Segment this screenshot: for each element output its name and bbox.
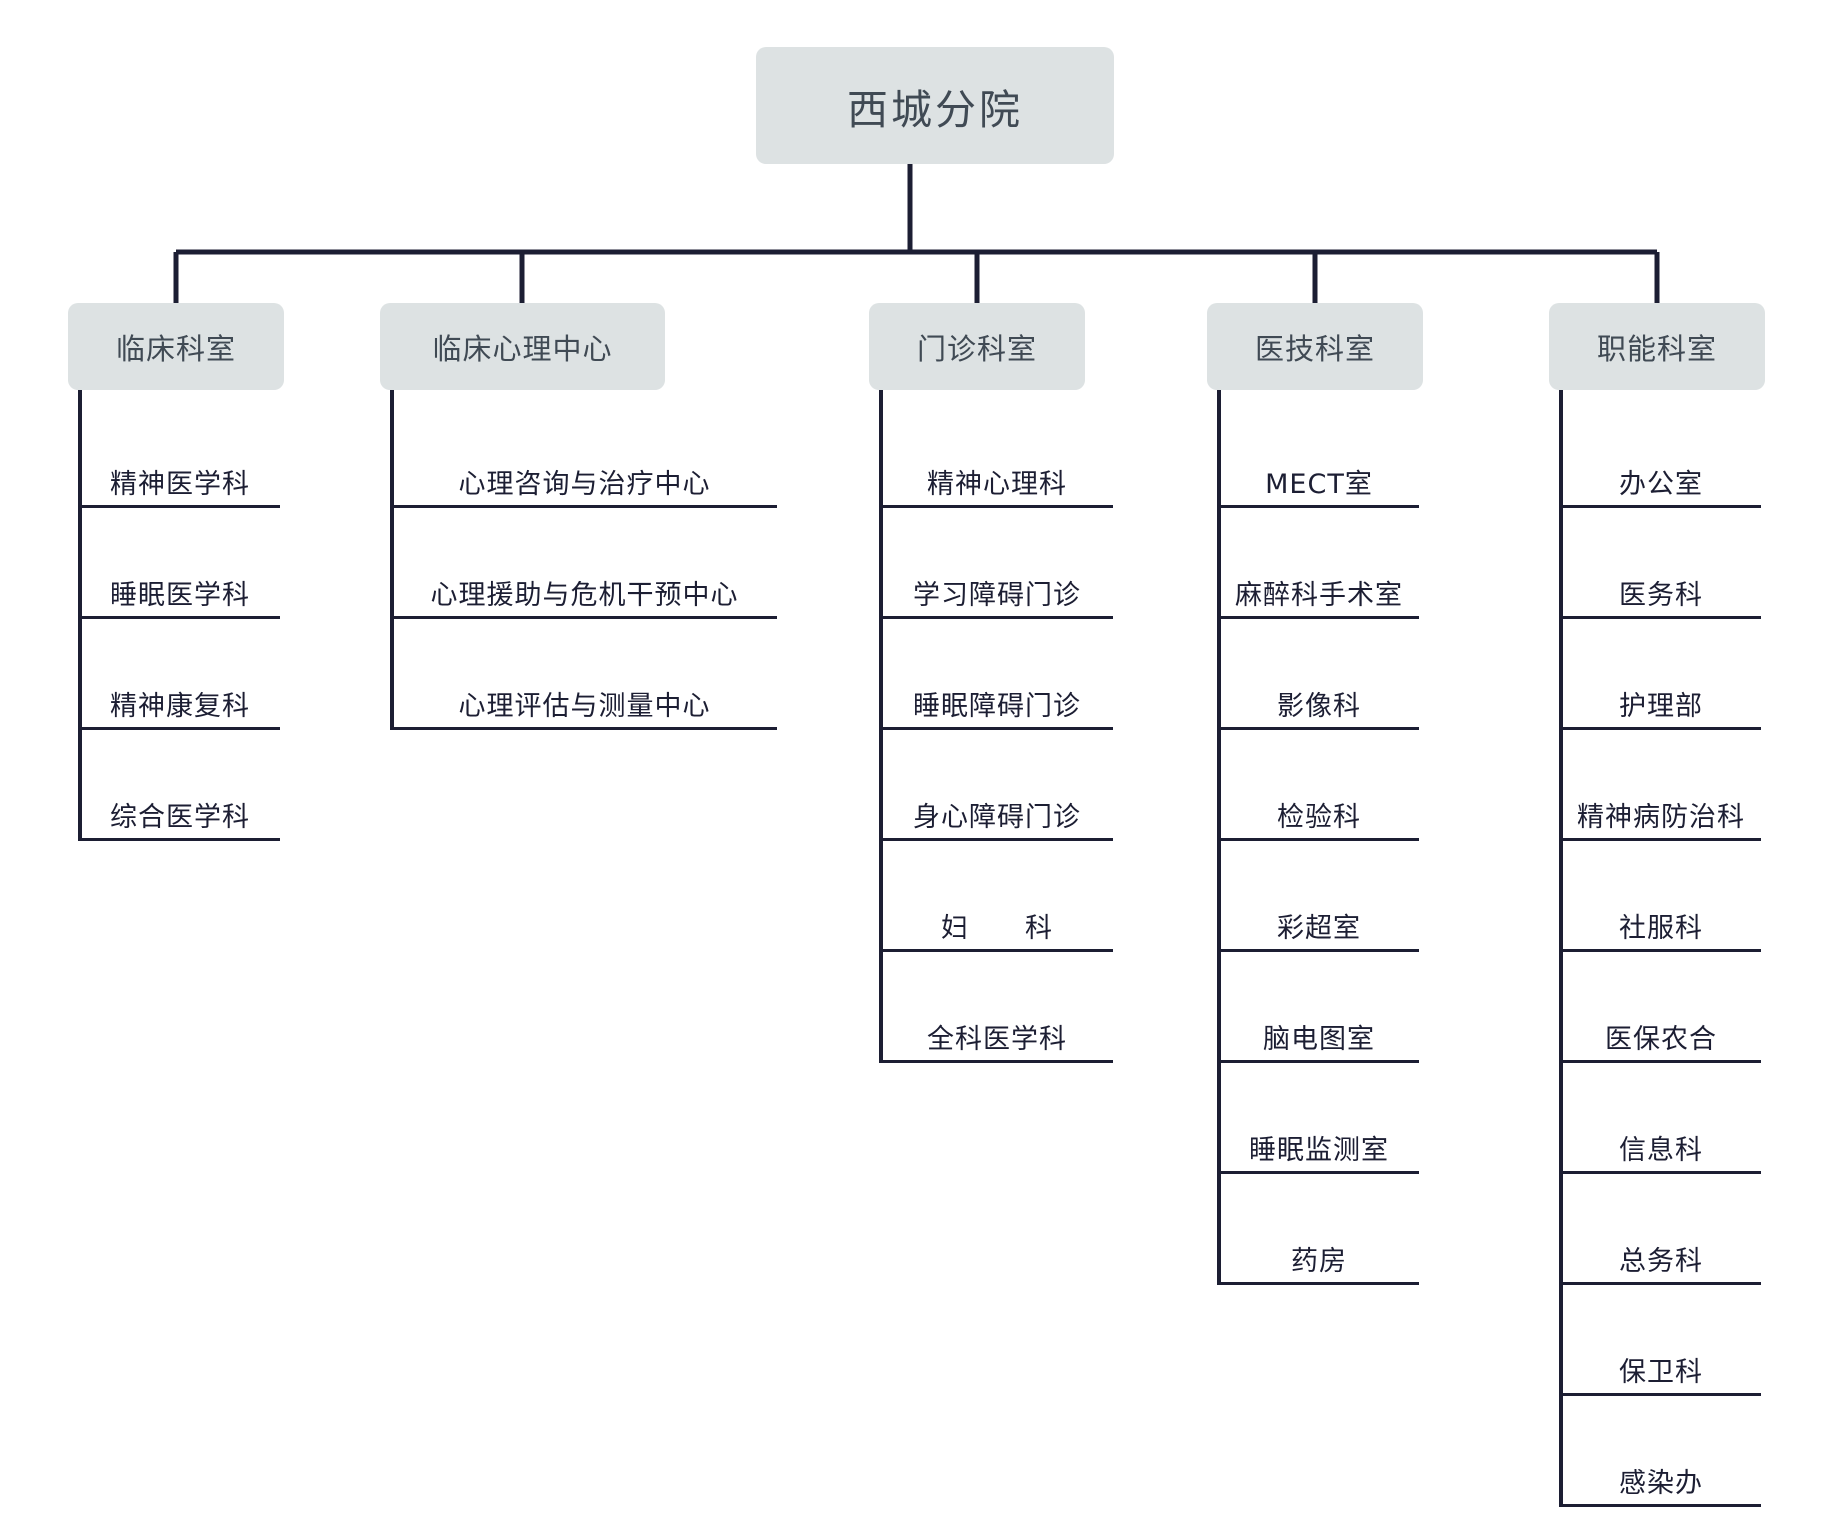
leaf-item-label: 总务科 [1619, 1246, 1703, 1277]
leaf-item[interactable]: 身心障碍门诊 [881, 730, 1113, 841]
leaf-item[interactable]: 信息科 [1561, 1063, 1761, 1174]
leaf-item-label: 信息科 [1619, 1135, 1703, 1166]
leaf-item[interactable]: 心理咨询与治疗中心 [392, 397, 777, 508]
leaf-item[interactable]: 医务科 [1561, 508, 1761, 619]
leaf-item[interactable]: 感染办 [1561, 1396, 1761, 1507]
leaf-item-label: 药房 [1291, 1246, 1347, 1277]
leaf-item-label: 影像科 [1277, 691, 1361, 722]
leaf-item[interactable]: 睡眠监测室 [1219, 1063, 1419, 1174]
leaf-item-label: 社服科 [1619, 913, 1703, 944]
leaf-item-label: MECT室 [1265, 469, 1373, 500]
leaf-item[interactable]: 办公室 [1561, 397, 1761, 508]
leaf-item-label: 彩超室 [1277, 913, 1361, 944]
group-node-outpatient[interactable]: 门诊科室 [869, 303, 1085, 390]
leaf-item-label: 保卫科 [1619, 1357, 1703, 1388]
leaf-item-label: 精神医学科 [110, 469, 250, 500]
leaf-item[interactable]: 心理评估与测量中心 [392, 619, 777, 730]
leaf-column-outpatient: 精神心理科学习障碍门诊睡眠障碍门诊身心障碍门诊妇 科全科医学科 [881, 397, 1113, 1063]
leaf-item[interactable]: 精神心理科 [881, 397, 1113, 508]
group-node-clinical[interactable]: 临床科室 [68, 303, 284, 390]
leaf-column-clinical: 精神医学科睡眠医学科精神康复科综合医学科 [80, 397, 280, 841]
leaf-item[interactable]: 睡眠障碍门诊 [881, 619, 1113, 730]
leaf-item-label: 感染办 [1619, 1468, 1703, 1499]
leaf-item[interactable]: MECT室 [1219, 397, 1419, 508]
leaf-item-label: 心理咨询与治疗中心 [458, 469, 711, 500]
leaf-column-psych-center: 心理咨询与治疗中心心理援助与危机干预中心心理评估与测量中心 [392, 397, 777, 730]
leaf-item-label: 办公室 [1619, 469, 1703, 500]
leaf-item-label: 医务科 [1619, 580, 1703, 611]
leaf-item-label: 睡眠医学科 [110, 580, 250, 611]
group-node-label: 临床科室 [115, 331, 236, 366]
group-node-label: 门诊科室 [916, 331, 1037, 366]
root-node-label: 西城分院 [847, 85, 1023, 134]
leaf-item-label: 医保农合 [1605, 1024, 1717, 1055]
leaf-item[interactable]: 药房 [1219, 1174, 1419, 1285]
leaf-item[interactable]: 社服科 [1561, 841, 1761, 952]
leaf-item-label: 心理援助与危机干预中心 [430, 580, 739, 611]
leaf-item[interactable]: 综合医学科 [80, 730, 280, 841]
group-node-psych-center[interactable]: 临床心理中心 [380, 303, 665, 390]
leaf-item[interactable]: 精神病防治科 [1561, 730, 1761, 841]
leaf-item-label: 护理部 [1619, 691, 1703, 722]
group-node-label: 临床心理中心 [432, 331, 613, 366]
leaf-item-label: 脑电图室 [1263, 1024, 1375, 1055]
leaf-item[interactable]: 总务科 [1561, 1174, 1761, 1285]
group-node-label: 医技科室 [1254, 331, 1375, 366]
leaf-item[interactable]: 护理部 [1561, 619, 1761, 730]
leaf-item[interactable]: 检验科 [1219, 730, 1419, 841]
leaf-item[interactable]: 麻醉科手术室 [1219, 508, 1419, 619]
leaf-column-medtech: MECT室麻醉科手术室影像科检验科彩超室脑电图室睡眠监测室药房 [1219, 397, 1419, 1285]
leaf-item[interactable]: 学习障碍门诊 [881, 508, 1113, 619]
leaf-item-label: 睡眠障碍门诊 [913, 691, 1081, 722]
leaf-item-label: 身心障碍门诊 [913, 802, 1081, 833]
leaf-item[interactable]: 保卫科 [1561, 1285, 1761, 1396]
leaf-item-label: 全科医学科 [927, 1024, 1067, 1055]
leaf-item[interactable]: 妇 科 [881, 841, 1113, 952]
leaf-item[interactable]: 医保农合 [1561, 952, 1761, 1063]
leaf-item[interactable]: 精神康复科 [80, 619, 280, 730]
root-node[interactable]: 西城分院 [756, 47, 1114, 164]
group-node-label: 职能科室 [1596, 331, 1717, 366]
leaf-item[interactable]: 睡眠医学科 [80, 508, 280, 619]
leaf-item-label: 综合医学科 [110, 802, 250, 833]
leaf-item-label: 睡眠监测室 [1249, 1135, 1389, 1166]
leaf-item-label: 妇 科 [941, 913, 1053, 944]
leaf-item[interactable]: 心理援助与危机干预中心 [392, 508, 777, 619]
leaf-column-functional: 办公室医务科护理部精神病防治科社服科医保农合信息科总务科保卫科感染办 [1561, 397, 1761, 1507]
leaf-item[interactable]: 全科医学科 [881, 952, 1113, 1063]
leaf-item-label: 检验科 [1277, 802, 1361, 833]
leaf-item[interactable]: 影像科 [1219, 619, 1419, 730]
leaf-item-label: 精神病防治科 [1577, 802, 1745, 833]
leaf-item-label: 精神康复科 [110, 691, 250, 722]
group-node-functional[interactable]: 职能科室 [1549, 303, 1765, 390]
leaf-item[interactable]: 彩超室 [1219, 841, 1419, 952]
leaf-item[interactable]: 脑电图室 [1219, 952, 1419, 1063]
leaf-item-label: 学习障碍门诊 [913, 580, 1081, 611]
leaf-item-label: 心理评估与测量中心 [458, 691, 711, 722]
leaf-item-label: 麻醉科手术室 [1235, 580, 1403, 611]
leaf-item-label: 精神心理科 [927, 469, 1067, 500]
leaf-item[interactable]: 精神医学科 [80, 397, 280, 508]
group-node-medtech[interactable]: 医技科室 [1207, 303, 1423, 390]
